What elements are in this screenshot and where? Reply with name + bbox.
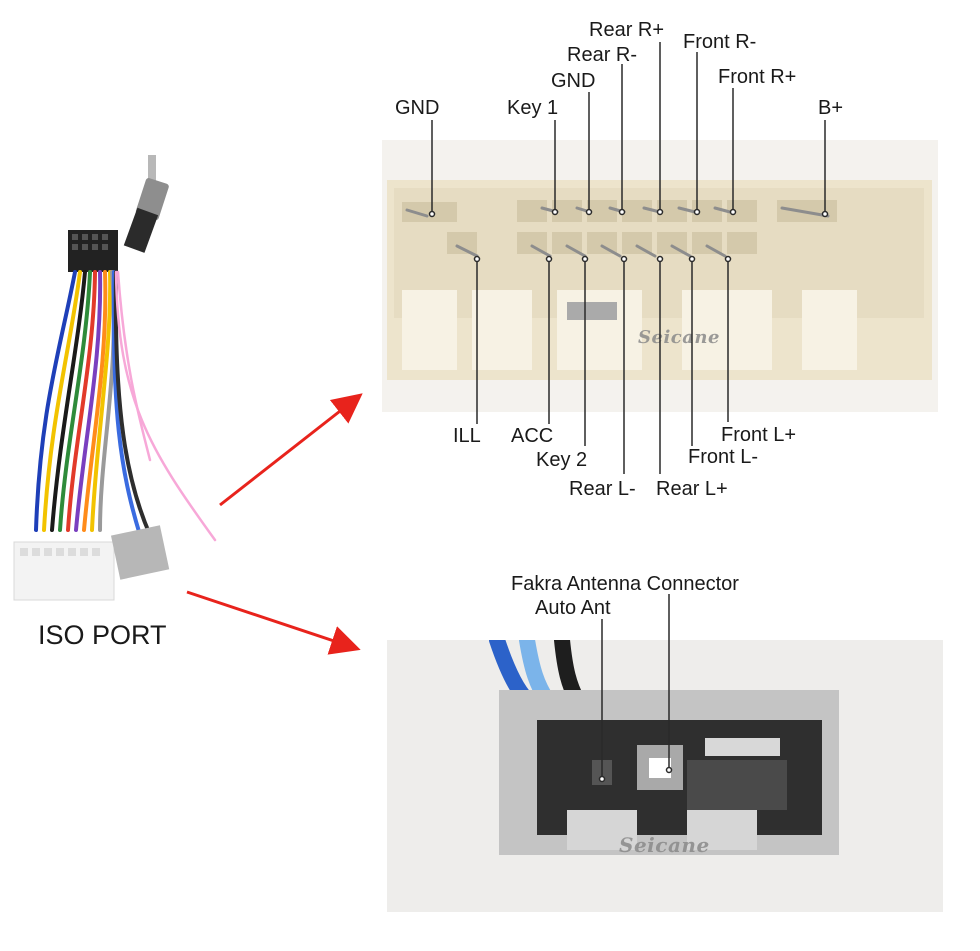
label-front-r-plus: Front R+ [718,66,797,88]
label-front-l-minus: Front L- [688,446,759,468]
fakra-connector-drawing [387,640,943,912]
label-rear-r-plus: Rear R+ [589,19,665,41]
label-auto-ant: Auto Ant [535,597,611,619]
label-front-r-minus: Front R- [683,31,757,53]
label-b-plus: B+ [818,97,844,119]
label-gnd-left: GND [395,97,440,119]
arrow-to-top-connector [219,393,363,507]
label-ill: ILL [453,425,481,447]
wire-harness-image [0,150,240,620]
seicane-watermark-top: Seicane [638,327,720,348]
label-rear-r-minus: Rear R- [567,44,638,66]
label-acc: ACC [511,425,554,447]
harness-drawing [13,155,217,601]
seicane-watermark-bottom: Seicane [619,833,710,857]
label-front-l-plus: Front L+ [721,424,797,446]
iso-port-caption: ISO PORT [38,620,167,650]
label-fakra-antenna-connector: Fakra Antenna Connector [511,573,739,595]
label-key2: Key 2 [536,449,588,471]
label-rear-l-plus: Rear L+ [656,478,728,500]
label-gnd-mid: GND [551,70,596,92]
arrow-to-bottom-connector [186,590,361,655]
label-key1: Key 1 [507,97,559,119]
fakra-connector-photo: Seicane [387,640,943,912]
label-rear-l-minus: Rear L- [569,478,636,500]
